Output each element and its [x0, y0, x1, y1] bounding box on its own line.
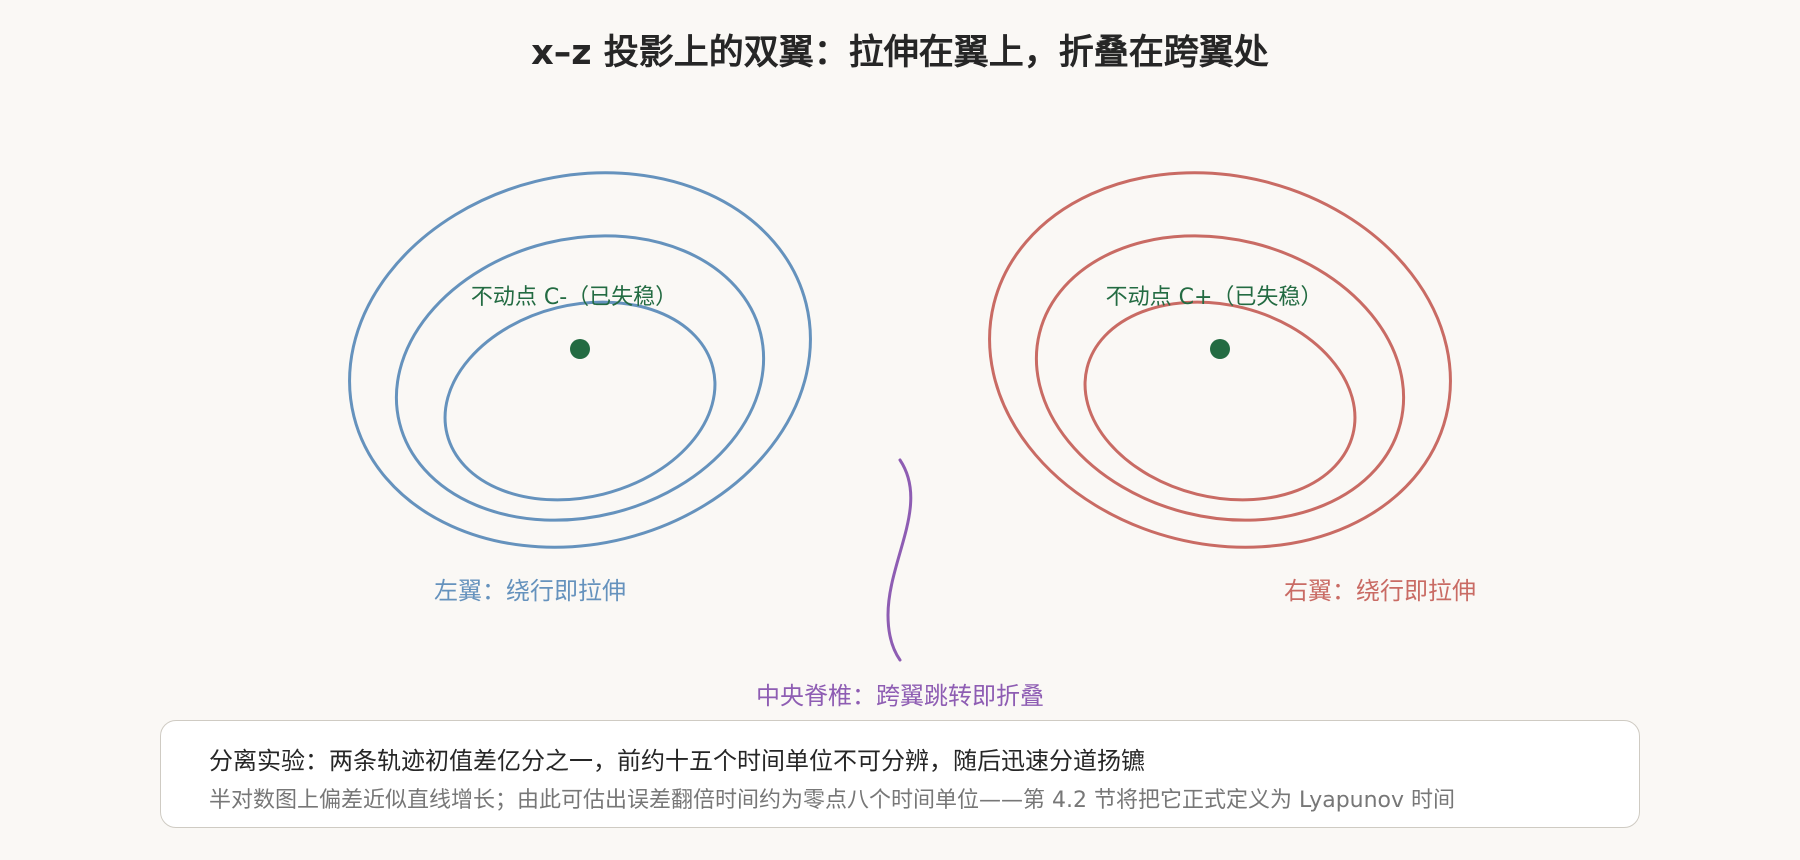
left-wing-orbit-inner	[443, 300, 717, 502]
diagram-title: x–z 投影上的双翼：拉伸在翼上，折叠在跨翼处	[531, 33, 1269, 73]
central-spine-curve	[886, 458, 913, 662]
left-wing-caption: 左翼：绕行即拉伸	[434, 577, 626, 605]
fixed-point-c-plus	[1210, 339, 1230, 359]
central-spine-caption: 中央脊椎：跨翼跳转即折叠	[756, 682, 1044, 710]
fixed-point-c-plus-label: 不动点 C+（已失稳）	[1106, 285, 1323, 310]
right-wing-orbit-inner	[1083, 300, 1357, 502]
fixed-point-c-minus-label: 不动点 C-（已失稳）	[471, 285, 677, 310]
left-wing	[348, 171, 812, 549]
right-wing	[988, 171, 1452, 549]
right-wing-orbit-middle	[1034, 234, 1406, 522]
fixed-point-c-minus	[570, 339, 590, 359]
experiment-note-sub: 半对数图上偏差近似直线增长；由此可估出误差翻倍时间约为零点八个时间单位——第 4…	[209, 788, 1456, 813]
experiment-note-main: 分离实验：两条轨迹初值差亿分之一，前约十五个时间单位不可分辨，随后迅速分道扬镳	[209, 747, 1145, 775]
experiment-note-box: 分离实验：两条轨迹初值差亿分之一，前约十五个时间单位不可分辨，随后迅速分道扬镳 …	[160, 720, 1640, 828]
right-wing-orbit-outer	[988, 171, 1452, 549]
right-wing-caption: 右翼：绕行即拉伸	[1284, 577, 1476, 605]
left-wing-orbit-middle	[394, 234, 766, 522]
left-wing-orbit-outer	[348, 171, 812, 549]
